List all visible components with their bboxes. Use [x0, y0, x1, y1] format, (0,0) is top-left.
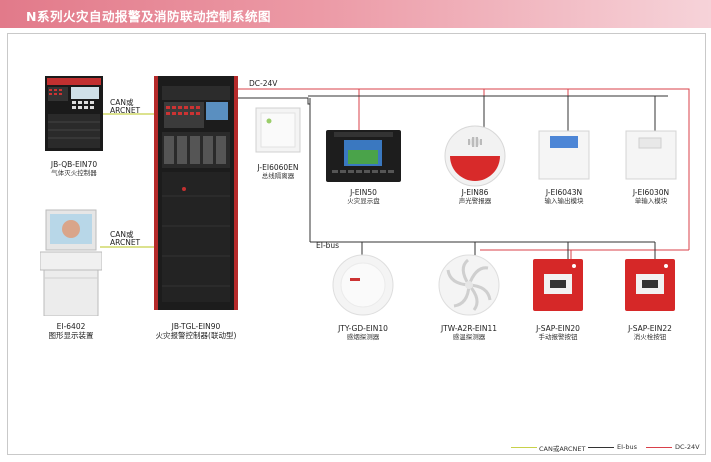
fire-display-panel-icon	[326, 130, 401, 182]
device-name-heat-detector: 感温探测器	[452, 333, 486, 341]
dc24v-line	[238, 88, 690, 250]
can-label-top-1: CAN或	[110, 98, 134, 107]
device-model-input-module: J-EI6030N	[632, 188, 670, 197]
input-module-icon	[625, 130, 677, 180]
device-name-manual-call-point: 手动报警按钮	[538, 333, 578, 341]
page-title: N系列火灾自动报警及消防联动控制系统图	[26, 9, 271, 24]
smoke-detector-icon	[332, 254, 394, 316]
device-model-sound-alarm: J-EIN86	[461, 188, 489, 197]
device-name-sound-alarm: 声光警报器	[458, 197, 492, 205]
device-name-gas-controller: 气体灭火控制器	[51, 169, 97, 177]
device-name-input-module: 单输入模块	[634, 197, 668, 205]
legend-swatch-dc24v	[646, 447, 672, 448]
legend-swatch-eibus	[588, 447, 614, 448]
device-model-smoke-detector: JTY-GD-EIN10	[338, 324, 388, 333]
legend-swatch-can	[511, 447, 537, 448]
sound-light-alarm-icon	[444, 125, 506, 187]
device-model-gas-controller: JB-QB-EIN70	[50, 160, 98, 169]
can-label-bottom-1: CAN或	[110, 230, 134, 239]
io-module-icon	[538, 130, 590, 180]
legend-label-eibus: EI-bus	[617, 443, 638, 451]
graphic-display-console-icon	[39, 208, 103, 317]
device-model-hydrant-button: J-SAP-EIN22	[628, 324, 672, 333]
can-label-bottom-2: ARCNET	[110, 238, 141, 247]
legend-label-can: CAN或ARCNET	[539, 445, 586, 453]
device-name-io-module: 输入输出模块	[544, 197, 584, 205]
device-name-display-console: 图形显示装置	[48, 331, 94, 340]
heat-detector-icon	[438, 254, 500, 316]
diagram-panel	[7, 33, 706, 455]
bus-isolator-icon	[255, 107, 301, 153]
fire-alarm-cabinet-icon	[154, 76, 238, 310]
eibus-main	[238, 97, 310, 105]
device-model-io-module: J-EI6043N	[545, 188, 583, 197]
device-name-fire-cabinet: 火灾报警控制器(联动型)	[155, 331, 237, 340]
device-name-bus-isolator: 总线隔离器	[261, 172, 295, 180]
device-model-display-panel: J-EIN50	[350, 188, 377, 197]
legend-label-dc24v: DC-24V	[675, 443, 700, 451]
header-banner: N系列火灾自动报警及消防联动控制系统图	[0, 0, 711, 28]
device-model-display-console: EI-6402	[56, 322, 86, 331]
can-label-top-2: ARCNET	[110, 106, 141, 115]
device-name-hydrant-button: 消火栓按钮	[633, 333, 667, 341]
gas-extinguishing-controller-icon	[45, 76, 103, 151]
dc24v-label: DC-24V	[249, 79, 278, 88]
eibus-label: EI-bus	[316, 241, 340, 250]
manual-call-point-icon	[532, 258, 584, 312]
device-name-display-panel: 火灾显示盘	[347, 197, 380, 205]
device-name-smoke-detector: 感烟探测器	[346, 333, 380, 341]
device-model-bus-isolator: J-EI6060EN	[257, 163, 299, 172]
device-model-manual-call-point: J-SAP-EIN20	[536, 324, 580, 333]
device-model-fire-cabinet: JB-TGL-EIN90	[171, 322, 221, 331]
hydrant-button-icon	[624, 258, 676, 312]
device-model-heat-detector: JTW-A2R-EIN11	[440, 324, 498, 333]
